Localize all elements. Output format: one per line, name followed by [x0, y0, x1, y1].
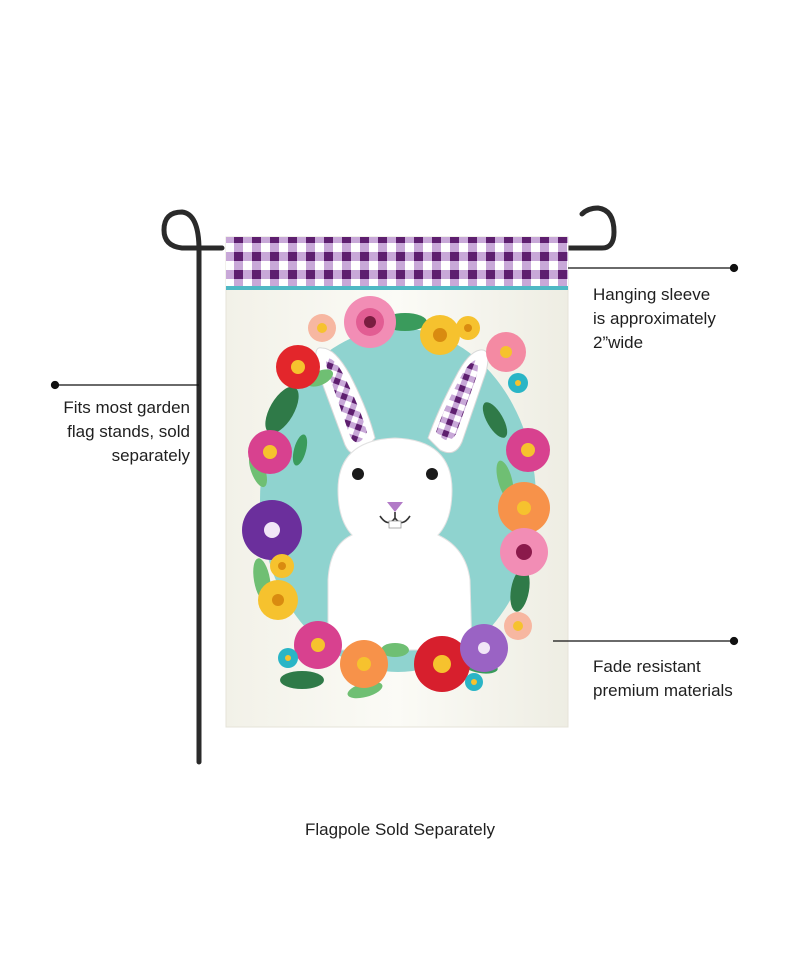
flower-wreath	[242, 296, 550, 692]
callout-line: flag stands, sold	[67, 422, 190, 441]
callout-line: Hanging sleeve	[593, 285, 711, 304]
callout-flag-stands: Fits most garden flag stands, sold separ…	[50, 396, 190, 468]
callout-line: separately	[111, 446, 190, 465]
callout-line: 2”wide	[593, 333, 644, 352]
flag-stand	[161, 205, 617, 765]
callout-leaders	[50, 263, 739, 646]
callout-fade-resistant: Fade resistant premium materials	[593, 655, 733, 703]
hanging-sleeve	[226, 237, 568, 287]
callout-hanging-sleeve: Hanging sleeve is approximately 2”wide	[593, 283, 716, 355]
garden-flag	[225, 236, 569, 728]
callout-line: is approximately	[593, 309, 716, 328]
flagpole-caption: Flagpole Sold Separately	[305, 820, 495, 839]
callout-line: Fits most garden	[63, 398, 190, 417]
callout-line: Fade resistant	[593, 657, 701, 676]
callout-line: premium materials	[593, 681, 733, 700]
